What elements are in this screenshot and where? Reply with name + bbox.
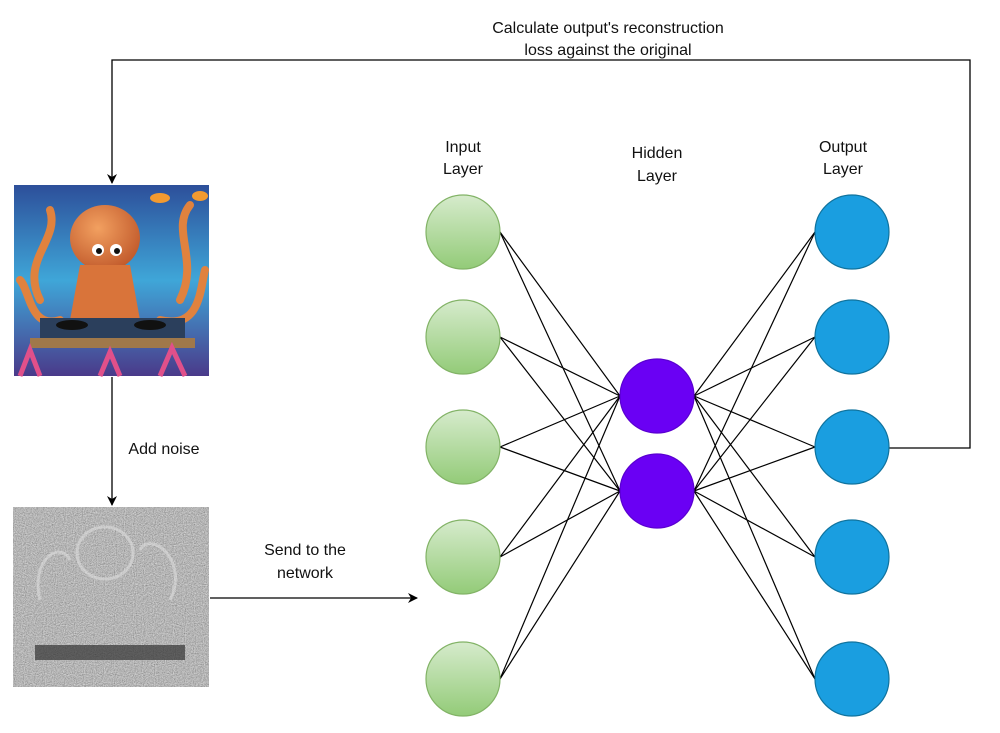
hidden-output-edge — [693, 490, 816, 558]
caption-line-2: loss against the original — [524, 42, 691, 59]
input-node — [425, 194, 501, 270]
send-label-line-1: Send to the — [264, 542, 346, 559]
input-layer-label-1: Input — [445, 139, 481, 156]
input-hidden-edge — [499, 446, 621, 492]
output-node — [814, 409, 890, 485]
input-hidden-edge — [499, 490, 621, 558]
input-node — [425, 299, 501, 375]
add-noise-label: Add noise — [128, 441, 199, 458]
hidden-output-edge — [693, 231, 816, 492]
input-hidden-edge — [499, 231, 621, 397]
network-nodes — [425, 194, 890, 717]
output-node — [814, 519, 890, 595]
caption-line-1: Calculate output's reconstruction — [492, 20, 724, 37]
output-node — [814, 194, 890, 270]
input-hidden-edge — [499, 395, 621, 448]
output-node — [814, 641, 890, 717]
hidden-output-edge — [693, 395, 816, 448]
hidden-layer-label-2: Layer — [637, 168, 678, 185]
hidden-node — [619, 358, 695, 434]
output-layer-label-2: Layer — [823, 161, 864, 178]
send-label-line-2: network — [277, 565, 334, 582]
input-hidden-edge — [499, 490, 621, 680]
hidden-layer-label-1: Hidden — [632, 145, 683, 162]
noisy-octopus-image — [13, 507, 209, 687]
input-hidden-edge — [499, 231, 621, 492]
hidden-output-edge — [693, 231, 816, 397]
input-hidden-edge — [499, 395, 621, 680]
hidden-node — [619, 453, 695, 529]
hidden-output-edge — [693, 446, 816, 492]
hidden-output-edge — [693, 395, 816, 680]
hidden-output-edge — [693, 395, 816, 558]
input-hidden-edge — [499, 336, 621, 492]
input-node — [425, 409, 501, 485]
input-layer-label-2: Layer — [443, 161, 484, 178]
original-octopus-image — [14, 185, 209, 378]
hidden-output-edge — [693, 336, 816, 492]
input-hidden-edge — [499, 395, 621, 558]
input-node — [425, 641, 501, 717]
output-layer-label-1: Output — [819, 139, 868, 156]
input-hidden-edge — [499, 336, 621, 397]
hidden-output-edge — [693, 490, 816, 680]
feedback-arrow — [107, 59, 971, 449]
network-edges — [499, 231, 816, 680]
input-node — [425, 519, 501, 595]
hidden-output-edge — [693, 336, 816, 397]
output-node — [814, 299, 890, 375]
